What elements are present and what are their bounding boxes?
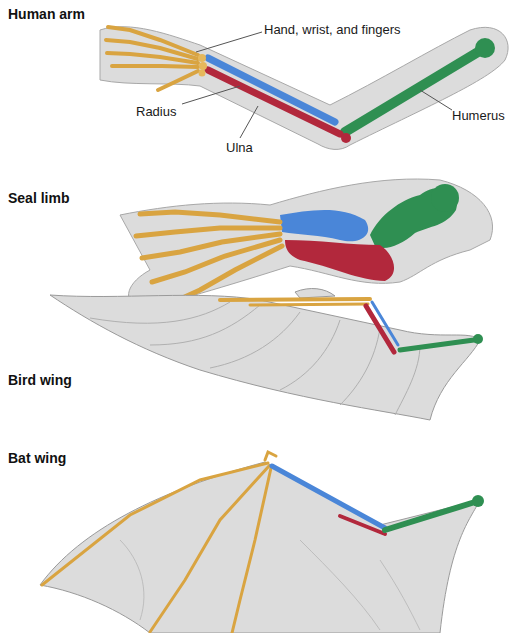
part-label: Hand, wrist, and fingers [264,22,401,38]
part-label: Radius [136,104,176,120]
section-heading: Seal limb [8,190,69,207]
part-label: Humerus [452,108,505,124]
part-label: Ulna [226,140,253,156]
section-heading: Bat wing [8,450,66,467]
section-heading: Human arm [8,6,85,23]
section-heading: Bird wing [8,372,72,389]
